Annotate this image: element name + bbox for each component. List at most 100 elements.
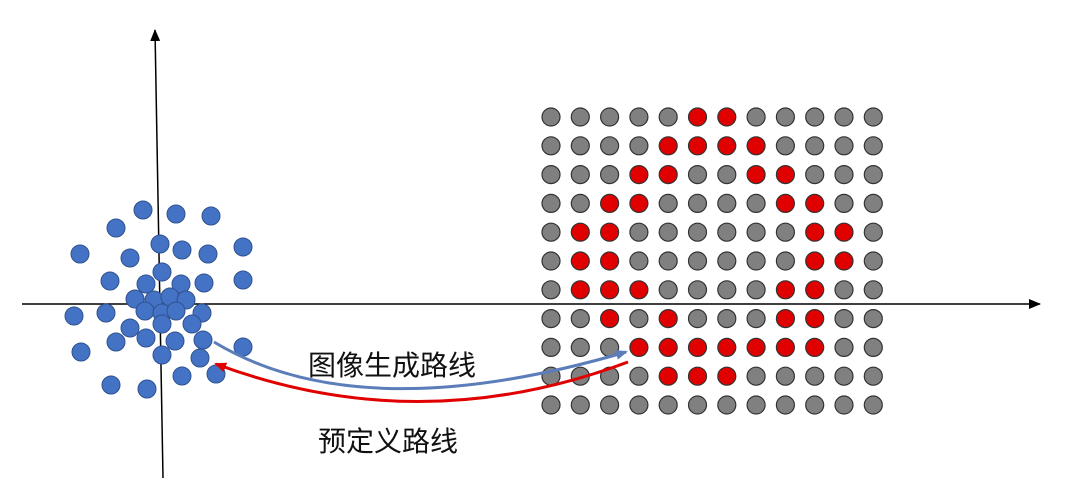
scatter-point xyxy=(150,234,170,254)
grid-dot-gray xyxy=(834,136,854,156)
grid-dot-gray xyxy=(570,136,590,156)
grid-dot-gray xyxy=(541,251,561,271)
grid-dot-gray xyxy=(541,136,561,156)
grid-dot-red xyxy=(658,136,678,156)
scatter-point xyxy=(71,342,91,362)
grid-dot-gray xyxy=(834,366,854,386)
grid-dot-red xyxy=(746,337,766,357)
grid-dot-gray xyxy=(541,165,561,185)
scatter-point xyxy=(198,244,218,264)
scatter-point xyxy=(194,273,214,293)
scatter-point xyxy=(96,303,116,323)
grid-dot-gray xyxy=(717,309,737,329)
grid-dot-gray xyxy=(658,395,678,415)
grid-dot-red xyxy=(805,251,825,271)
grid-dot-gray xyxy=(629,136,649,156)
grid-dot-gray xyxy=(717,165,737,185)
grid-dot-red xyxy=(834,251,854,271)
grid-dot-gray xyxy=(775,251,796,271)
scatter-point xyxy=(190,348,210,368)
grid-dot-red xyxy=(570,280,590,300)
scatter-point xyxy=(152,262,172,282)
grid-dot-red xyxy=(687,337,708,357)
grid-dot-gray xyxy=(805,366,825,386)
grid-dot-red xyxy=(599,280,620,300)
grid-dot-red xyxy=(805,222,825,242)
grid-dot-red xyxy=(746,136,766,156)
grid-dot-gray xyxy=(834,193,854,213)
grid-dot-gray xyxy=(658,251,678,271)
grid-dot-gray xyxy=(687,222,708,242)
grid-dot-red xyxy=(687,107,708,127)
grid-dot-gray xyxy=(746,107,766,127)
grid-dot-gray xyxy=(629,251,649,271)
grid-dot-gray xyxy=(629,366,649,386)
grid-dot-gray xyxy=(805,136,825,156)
image-generation-route-label: 图像生成路线 xyxy=(308,349,477,382)
grid-dot-gray xyxy=(834,395,854,415)
grid-dot-gray xyxy=(687,280,708,300)
grid-dot-gray xyxy=(541,395,561,415)
grid-dot-red xyxy=(658,366,678,386)
scatter-point xyxy=(136,274,156,294)
grid-dot-red xyxy=(629,280,649,300)
grid-dot-gray xyxy=(834,309,854,329)
scatter-point xyxy=(152,314,172,334)
grid-dot-gray xyxy=(687,309,708,329)
scatter-point xyxy=(166,204,186,224)
scatter-point xyxy=(135,301,155,321)
scatter-point xyxy=(120,248,140,268)
grid-dot-red xyxy=(717,366,737,386)
grid-dot-gray xyxy=(863,395,883,415)
grid-dot-gray xyxy=(629,309,649,329)
grid-dot-gray xyxy=(541,107,561,127)
scatter-point xyxy=(133,200,153,220)
grid-dot-red xyxy=(658,309,678,329)
dot-grid xyxy=(541,107,883,415)
scatter-point xyxy=(172,366,192,386)
grid-dot-red xyxy=(775,337,796,357)
grid-dot-gray xyxy=(805,107,825,127)
grid-dot-gray xyxy=(599,136,620,156)
scatter-point xyxy=(70,244,90,264)
grid-dot-red xyxy=(775,165,796,185)
grid-dot-gray xyxy=(717,193,737,213)
grid-dot-gray xyxy=(629,107,649,127)
grid-dot-gray xyxy=(863,136,883,156)
grid-dot-gray xyxy=(658,107,678,127)
grid-dot-gray xyxy=(775,222,796,242)
grid-dot-gray xyxy=(834,280,854,300)
image-generation-route-arrow xyxy=(213,340,628,391)
grid-dot-gray xyxy=(863,337,883,357)
grid-dot-red xyxy=(687,366,708,386)
scatter-point xyxy=(172,240,192,260)
grid-dot-red xyxy=(658,337,678,357)
grid-dot-gray xyxy=(570,165,590,185)
grid-dot-red xyxy=(805,337,825,357)
scatter-point xyxy=(201,206,221,226)
grid-dot-gray xyxy=(775,136,796,156)
grid-dot-gray xyxy=(746,309,766,329)
grid-dot-gray xyxy=(746,222,766,242)
scatter-point xyxy=(152,345,172,365)
grid-dot-red xyxy=(629,337,649,357)
scatter-point xyxy=(64,306,84,326)
grid-dot-gray xyxy=(834,107,854,127)
grid-dot-gray xyxy=(746,193,766,213)
scatter-point xyxy=(193,330,213,350)
predefined-route-arrow xyxy=(214,360,629,403)
grid-dot-gray xyxy=(541,337,561,357)
grid-dot-gray xyxy=(541,193,561,213)
scatter-point xyxy=(233,237,253,257)
grid-dot-gray xyxy=(834,165,854,185)
grid-dot-gray xyxy=(863,222,883,242)
scatter-cluster xyxy=(64,200,253,399)
grid-dot-red xyxy=(775,193,796,213)
grid-dot-gray xyxy=(834,337,854,357)
scatter-point xyxy=(165,331,185,351)
grid-dot-gray xyxy=(687,193,708,213)
grid-dot-gray xyxy=(775,107,796,127)
grid-dot-gray xyxy=(687,165,708,185)
scatter-point xyxy=(120,318,140,338)
